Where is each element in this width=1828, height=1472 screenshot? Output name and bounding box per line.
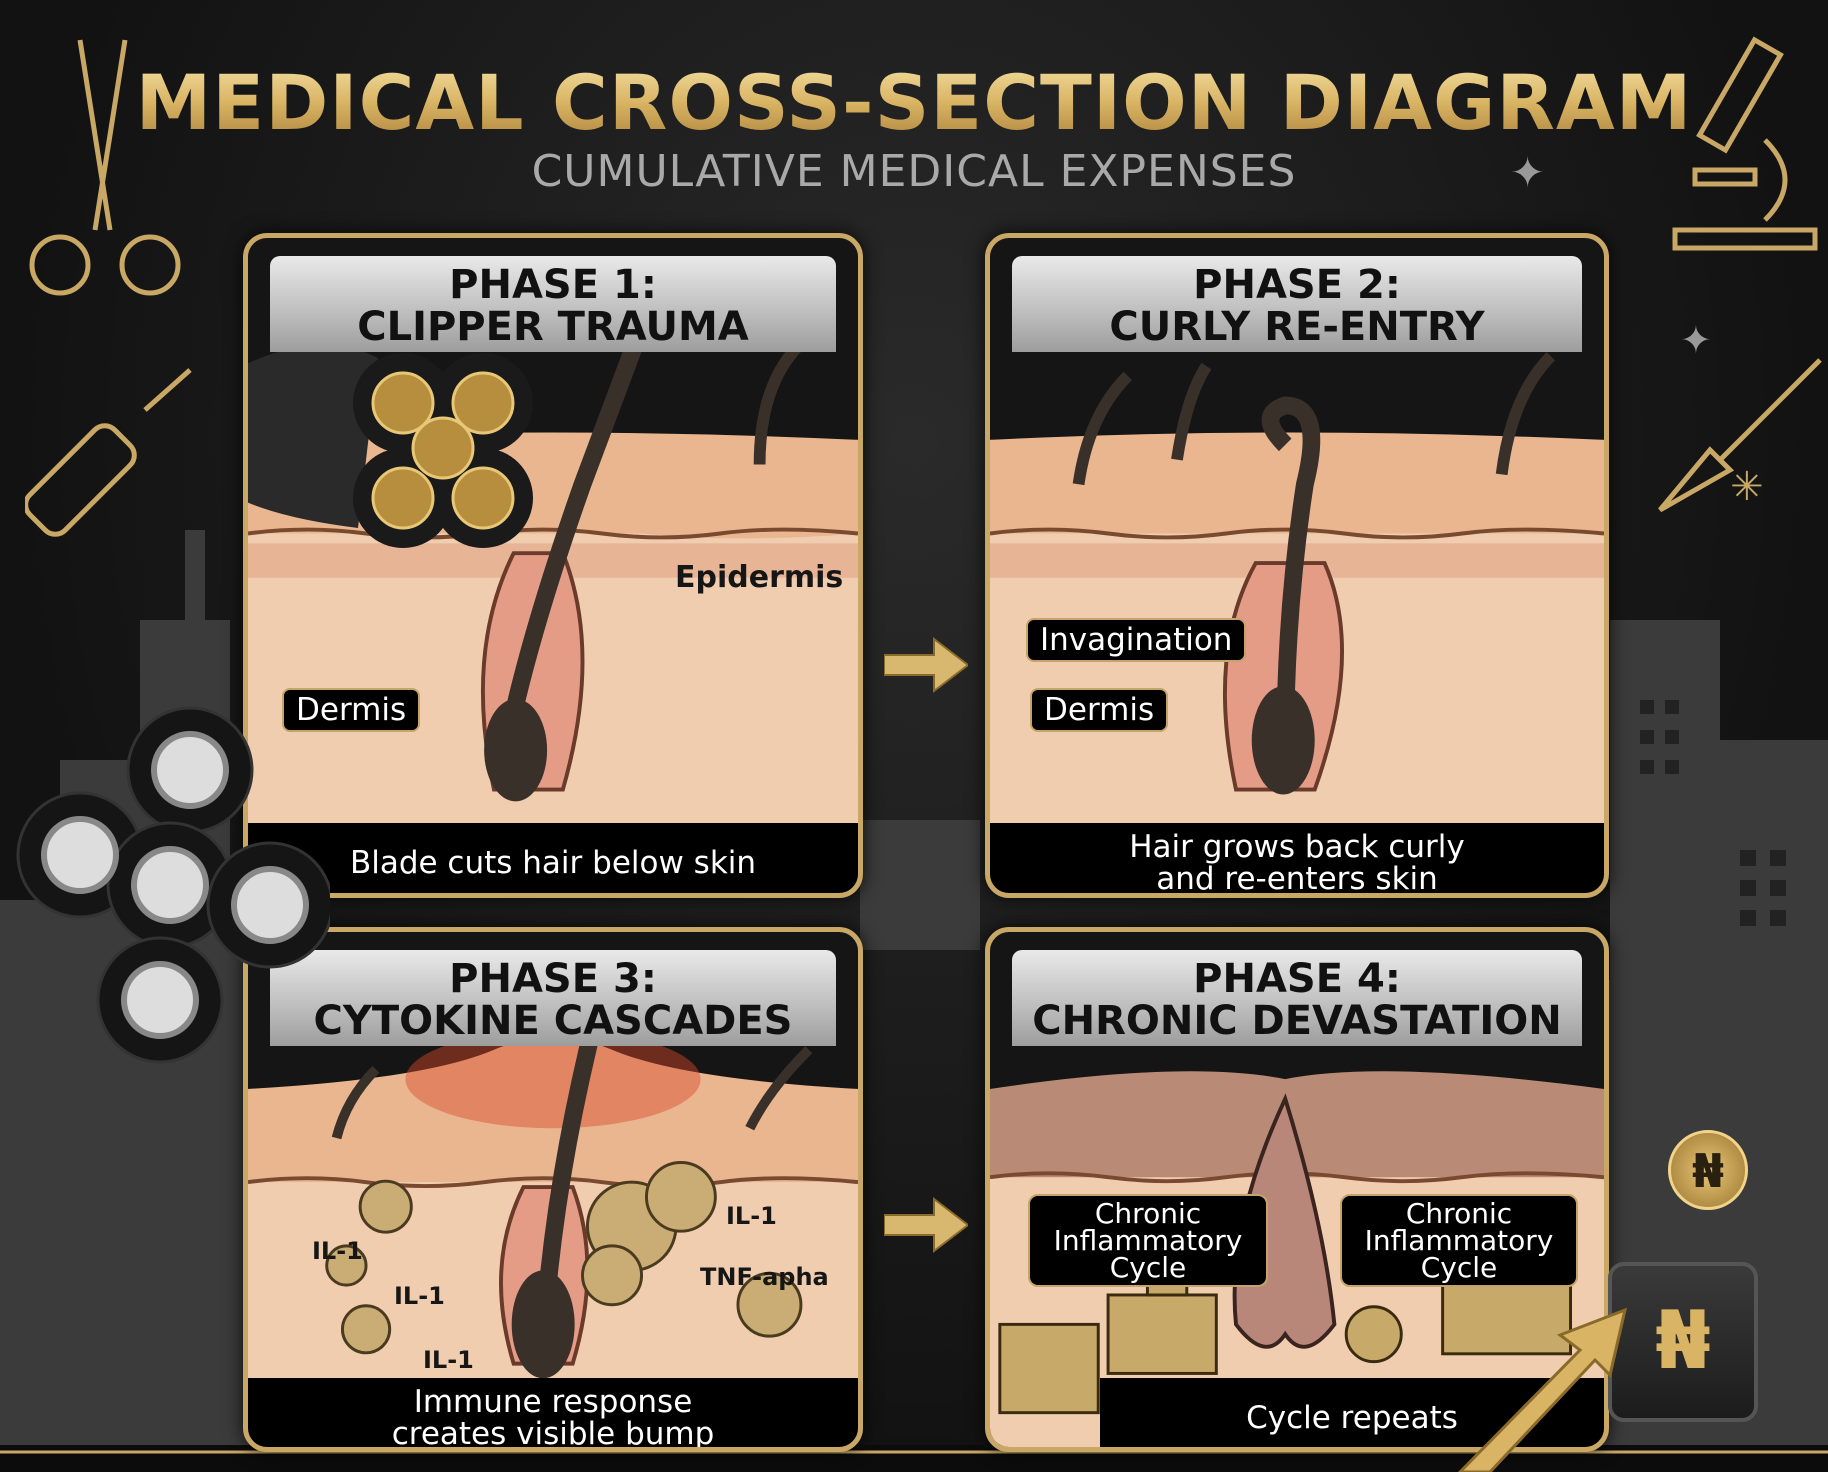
phase-title: CYTOKINE CASCADES: [313, 998, 793, 1044]
scissors-icon: [29, 39, 181, 296]
label-line: Inflammatory: [1053, 1224, 1243, 1257]
phase-number: PHASE 1:: [449, 262, 657, 308]
phase-2-panel: PHASE 2: CURLY RE-ENTRY Invagination Der…: [985, 233, 1609, 898]
label-line: Cycle: [1109, 1251, 1187, 1284]
chronic-inflammatory-cycle-label: Chronic Inflammatory Cycle: [1028, 1194, 1268, 1287]
arrow-right-icon: [884, 1196, 968, 1254]
sparkle-icon: ✦: [1680, 318, 1712, 362]
syringe-icon: [25, 368, 192, 537]
phase-number: PHASE 4:: [1193, 956, 1401, 1002]
microscope-icon: [1672, 36, 1818, 251]
label-epidermis: Epidermis: [675, 560, 844, 595]
phase-caption: Blade cuts hair below skin: [248, 823, 858, 893]
sparkle-icon: ✦: [1510, 148, 1546, 197]
label-dermis: Dermis: [1030, 688, 1169, 732]
page-subtitle: CUMULATIVE MEDICAL EXPENSES: [531, 146, 1297, 197]
shaver-head-icon: [16, 706, 330, 1064]
coins-icon: ₦: [1668, 1130, 1748, 1210]
svg-text:✳: ✳: [1730, 464, 1764, 510]
caption-line: and re-enters skin: [1156, 861, 1438, 897]
phase-number: PHASE 3:: [449, 956, 657, 1002]
safe-icon: ₦: [1608, 1262, 1758, 1422]
phase-1-panel: PHASE 1: CLIPPER TRAUMA Epidermis Dermis…: [243, 233, 863, 898]
caption-line: Cycle repeats: [1246, 1399, 1458, 1436]
caption-line: Blade cuts hair below skin: [349, 845, 757, 881]
label-line: Chronic: [1094, 1197, 1202, 1230]
phase-title-banner: PHASE 4: CHRONIC DEVASTATION: [1012, 950, 1582, 1046]
phase-title: CLIPPER TRAUMA: [357, 304, 749, 350]
label-il1: IL-1: [423, 1346, 474, 1374]
phase-caption: Immune response creates visible bump: [248, 1378, 858, 1452]
label-tnf-alpha: TNF-apha: [700, 1263, 829, 1291]
page-title: MEDICAL CROSS-SECTION DIAGRAM: [0, 58, 1828, 147]
label-line: Inflammatory: [1364, 1224, 1554, 1257]
phase-4-panel: PHASE 4: CHRONIC DEVASTATION Chronic Inf…: [985, 927, 1609, 1452]
shaver-head-icon: [248, 345, 533, 548]
label-invagination: Invagination: [1026, 618, 1247, 662]
label-il1: IL-1: [726, 1202, 777, 1230]
phase-3-panel: PHASE 3: CYTOKINE CASCADES IL-1 IL-1 IL-…: [243, 927, 863, 1452]
phase-number: PHASE 2:: [1193, 262, 1401, 308]
label-dermis: Dermis: [282, 688, 421, 732]
phase-title-banner: PHASE 3: CYTOKINE CASCADES: [270, 950, 836, 1046]
scalpel-icon: ✳: [1658, 358, 1822, 513]
arrow-right-icon: [884, 636, 968, 694]
label-line: Cycle: [1420, 1251, 1498, 1284]
phase-title-banner: PHASE 1: CLIPPER TRAUMA: [270, 256, 836, 352]
caption-line: Hair grows back curly: [1129, 829, 1465, 865]
phase-caption: Hair grows back curly and re-enters skin: [990, 823, 1604, 897]
phase-title: CHRONIC DEVASTATION: [1032, 998, 1562, 1044]
phase-title: CURLY RE-ENTRY: [1109, 304, 1485, 350]
caption-line: creates visible bump: [391, 1415, 715, 1452]
label-line: Chronic: [1405, 1197, 1513, 1230]
label-il1: IL-1: [312, 1237, 363, 1265]
phase-title-banner: PHASE 2: CURLY RE-ENTRY: [1012, 256, 1582, 352]
growth-arrow-icon: [1457, 1307, 1628, 1472]
caption-line: Immune response: [413, 1383, 693, 1420]
label-il1: IL-1: [394, 1282, 445, 1310]
chronic-inflammatory-cycle-label: Chronic Inflammatory Cycle: [1340, 1194, 1578, 1287]
